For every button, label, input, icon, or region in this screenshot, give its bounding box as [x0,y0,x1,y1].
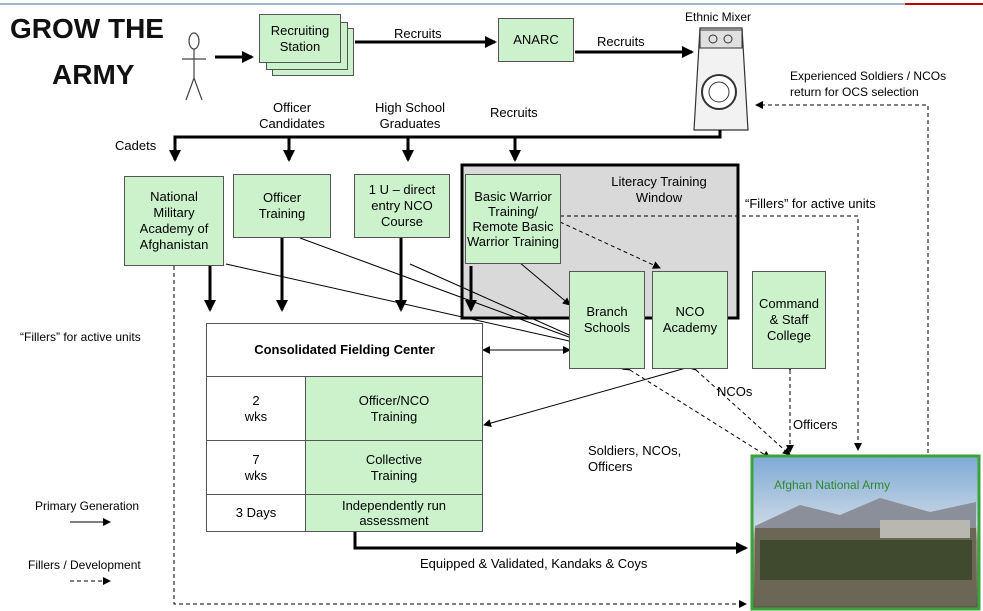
ethnic-mixer-label: Ethnic Mixer [685,10,752,24]
nmaa-label: National Military Academy of Afghanistan [139,189,209,252]
recruiting-station-label: Recruiting Station [270,22,330,54]
branch-schools-label: Branch Schools [583,304,631,335]
officer-training-box: Officer Training [233,174,331,238]
fielding-row-3-duration: 3 Days [235,505,277,520]
literacy-window-label: Literacy Training Window [611,174,707,205]
fielding-row-2-duration: 7 wks [244,451,268,483]
fielding-row-3-activity: Independently run assessment [341,498,447,528]
recruits-label-1: Recruits [394,26,442,41]
ana-label: Afghan National Army [774,478,891,492]
experienced-label: Experienced Soldiers / NCOs return for O… [790,69,947,99]
soldiers-label: Soldiers, NCOs, Officers [588,443,682,474]
fielding-row-2-activity: Collective Training [365,451,423,483]
recruits-label-2: Recruits [597,34,645,49]
high-school-label: High School Graduates [374,100,446,131]
legend-primary-label: Primary Generation [35,499,140,513]
recruiting-station-box: Recruiting Station [259,14,341,63]
fillers-left-label: “Fillers” for active units [20,330,141,344]
nco-academy-box: NCO Academy [652,271,728,369]
equipped-label: Equipped & Validated, Kandaks & Coys [420,556,648,571]
fielding-center-title: Consolidated Fielding Center [254,342,435,357]
fillers-right-label: “Fillers” for active units [745,196,876,211]
fielding-row-3-activity-cell: Independently run assessment [305,494,483,532]
branch-schools-box: Branch Schools [569,271,645,369]
fielding-row-1-duration: 2 wks [244,392,268,424]
officer-candidates-label: Officer Candidates [259,100,325,131]
nmaa-box: National Military Academy of Afghanistan [124,176,224,266]
basic-warrior-box: Basic Warrior Training/ Remote Basic War… [465,174,561,264]
officer-training-label: Officer Training [258,190,306,221]
fielding-center-header: Consolidated Fielding Center [206,323,483,377]
legend-fillers-label: Fillers / Development [28,558,141,572]
officers-label: Officers [793,417,838,432]
nco-academy-label: NCO Academy [662,304,718,335]
recruits-label-3: Recruits [490,105,538,120]
fielding-row-1-duration-cell: 2 wks [206,376,306,441]
ncos-label: NCOs [717,384,753,399]
nco-course-label: 1 U – direct entry NCO Course [368,182,436,229]
command-staff-box: Command & Staff College [752,271,826,369]
recruit-figure-icon [182,32,206,101]
command-staff-label: Command & Staff College [759,296,819,343]
page-title-line1: GROW THE [10,13,164,44]
ana-photo [750,454,981,611]
fielding-row-3-duration-cell: 3 Days [206,494,306,532]
ethnic-mixer-icon [693,27,749,131]
nco-course-box: 1 U – direct entry NCO Course [354,174,450,238]
basic-warrior-label: Basic Warrior Training/ Remote Basic War… [467,189,559,249]
fielding-row-2-activity-cell: Collective Training [305,440,483,495]
anarc-box: ANARC [498,18,574,62]
fielding-row-1-activity-cell: Officer/NCO Training [305,376,483,441]
cadets-label: Cadets [115,138,157,153]
fielding-row-1-activity: Officer/NCO Training [358,392,430,424]
page-title-line2: ARMY [52,59,135,90]
fielding-row-2-duration-cell: 7 wks [206,440,306,495]
anarc-label: ANARC [513,32,559,47]
